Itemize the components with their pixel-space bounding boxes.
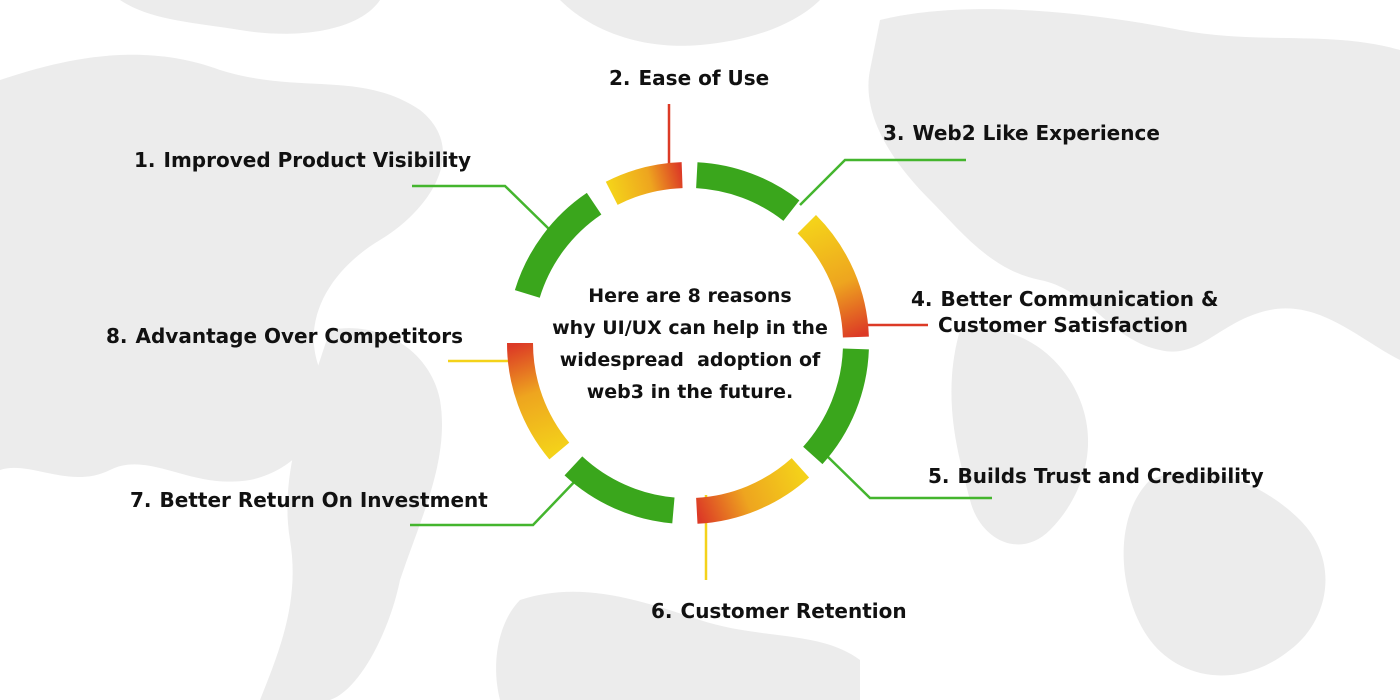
reason-text: Advantage Over Competitors [135,324,464,348]
reason-text: Ease of Use [638,66,770,90]
ring-segment-3 [695,162,800,222]
reason-number: 6. [651,599,673,623]
reason-text: Better Communication & [940,287,1219,311]
leader-line-5 [825,454,992,500]
reason-4-label: 4. Better Communication & Customer Satisf… [911,286,1218,338]
center-line: why UI/UX can help in the [552,317,828,339]
reason-number: 8. [106,324,128,348]
reason-number: 1. [134,148,156,172]
reason-number: 4. [911,287,933,311]
reason-text-line-2: Customer Satisfaction [938,313,1189,337]
reason-2-label: 2. Ease of Use [609,65,769,91]
center-line: widespread adoption of [559,349,821,371]
reason-text: Customer Retention [680,599,907,623]
ring-segment-8 [507,342,570,460]
reason-number: 2. [609,66,631,90]
reason-number: 7. [130,488,152,512]
center-line: Here are 8 reasons [588,285,792,307]
reason-5-label: 5. Builds Trust and Credibility [928,463,1264,489]
leader-line-7 [410,477,579,527]
reason-1-label: 1. Improved Product Visibility [134,147,471,173]
ring-segment-7 [564,456,675,524]
ring-segment-4 [797,215,869,338]
reason-number: 3. [883,121,905,145]
reason-text: Improved Product Visibility [163,148,472,172]
ring-segment-5 [802,348,869,465]
reason-text: Builds Trust and Credibility [957,464,1264,488]
reason-8-label: 8. Advantage Over Competitors [106,323,463,349]
leader-line-1 [412,184,551,231]
ring-segment-6 [695,457,810,524]
center-line: web3 in the future. [586,381,794,403]
reason-text: Better Return On Investment [159,488,488,512]
leader-line-3 [799,158,966,206]
reason-number: 5. [928,464,950,488]
center-caption: Here are 8 reasons why UI/UX can help in… [530,280,850,408]
reason-3-label: 3. Web2 Like Experience [883,120,1160,146]
reason-text: Web2 Like Experience [912,121,1160,145]
reason-7-label: 7. Better Return On Investment [130,487,488,513]
reason-6-label: 6. Customer Retention [651,598,907,624]
ring-segment-2 [605,162,683,206]
ring-segment-1 [514,192,602,298]
